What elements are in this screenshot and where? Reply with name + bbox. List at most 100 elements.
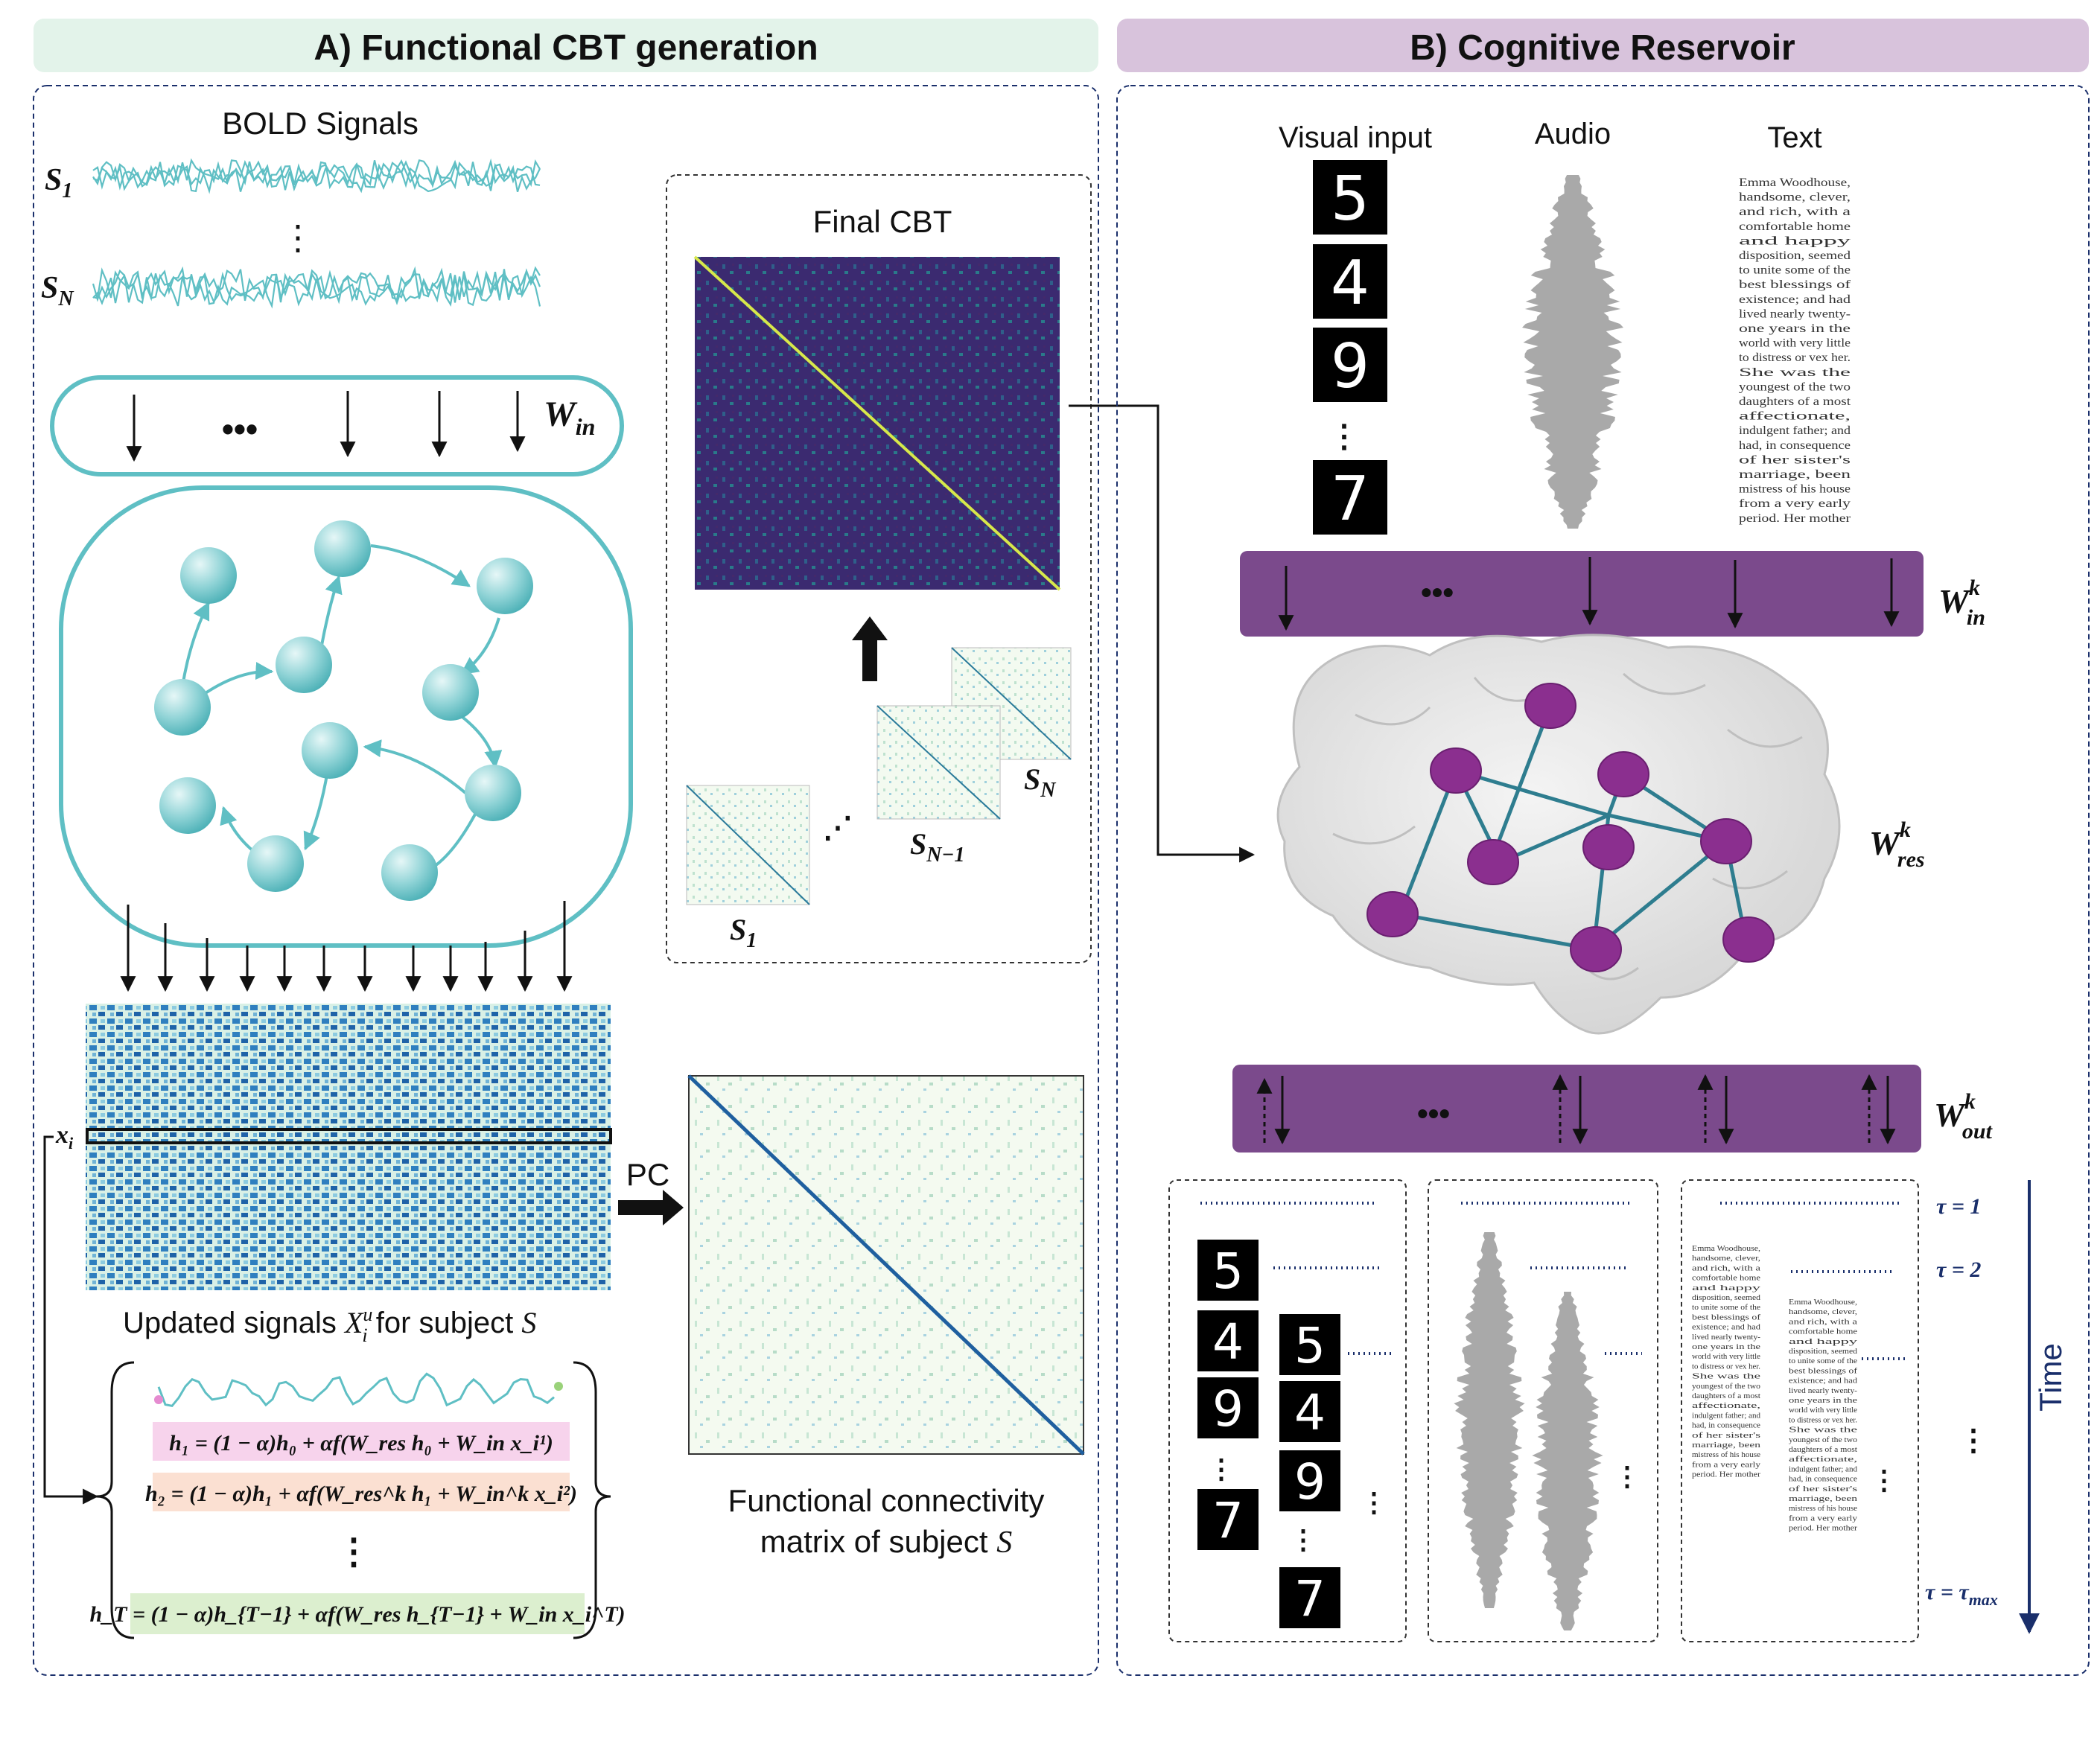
passage-line: Emma Woodhouse, (1789, 1298, 1857, 1307)
visual-out-vdots-1: ⋮ (1208, 1453, 1235, 1484)
reservoir-box (59, 485, 633, 948)
passage-line: from a very early (1692, 1460, 1761, 1469)
signal-vdots: ⋮ (281, 218, 315, 257)
signal-s1-label: S1 (45, 163, 72, 203)
panel-a-frame (33, 85, 1099, 1676)
passage-line: one years in the (1692, 1342, 1760, 1351)
svg-text:5: 5 (1212, 1243, 1244, 1300)
tau-vdots: ⋮ (1959, 1424, 1988, 1457)
subject-sn1-label: SN−1 (910, 827, 964, 867)
passage-line: disposition, seemed (1692, 1293, 1761, 1302)
passage-line: world with very little (1692, 1352, 1760, 1361)
passage-line: daughters of a most (1789, 1445, 1857, 1454)
passage-line: to unite some of the (1692, 1303, 1760, 1312)
xi-row-highlight (86, 1128, 612, 1144)
xi-feedback-line (43, 1135, 99, 1505)
reservoir-node (465, 765, 521, 821)
digit-tile: 7 (1197, 1489, 1259, 1550)
digit-tile: 7 (1279, 1567, 1340, 1628)
updated-signals-heatmap (86, 1004, 611, 1290)
text-out-vdots: ⋮ (1871, 1464, 1897, 1495)
equations-right-brace (573, 1361, 611, 1639)
svg-text:4: 4 (1212, 1313, 1244, 1371)
digit-tile: 9 (1313, 328, 1387, 402)
cbt-up-arrow (852, 616, 888, 681)
passage-line: one years in the (1789, 1396, 1857, 1405)
equation-1: h₁ = (1 − α)h₀ + αf(W_res h₀ + W_in x_i¹… (169, 1431, 553, 1456)
passage-line: to distress or vex her. (1692, 1362, 1760, 1371)
passage-line: had, in consequence (1692, 1421, 1760, 1430)
cbt-to-brain-connector (1069, 404, 1256, 863)
passage-line: world with very little (1789, 1406, 1857, 1415)
equation-2-box (153, 1473, 570, 1511)
passage-line: mistress of his house (1789, 1504, 1857, 1513)
passage-line: Emma Woodhouse, (1692, 1244, 1760, 1253)
fc-matrix-diagonal (687, 1074, 1085, 1456)
signal-sn-label: SN (41, 271, 74, 310)
audio-output-waveform (1532, 1292, 1603, 1630)
reservoir-node (276, 637, 332, 693)
brain-region-node (1597, 751, 1649, 797)
digit-tile: 5 (1279, 1314, 1340, 1375)
passage-line: affectionate, (1692, 1401, 1760, 1410)
xi-label: xi (55, 1121, 74, 1153)
passage-line: had, in consequence (1789, 1475, 1857, 1484)
brain-region-node (1524, 683, 1576, 729)
digit-tile: 5 (1313, 160, 1387, 235)
pc-arrow (618, 1190, 684, 1225)
bold-signals-label: BOLD Signals (222, 106, 419, 141)
svg-text:7: 7 (1331, 464, 1369, 535)
final-cbt-box (666, 174, 1092, 963)
svg-text:4: 4 (1331, 248, 1369, 319)
brain-region-node (1722, 916, 1775, 963)
passage-line: indulgent father; and (1692, 1411, 1760, 1420)
visual-sequence-box (1168, 1179, 1407, 1642)
digit-tile: 9 (1197, 1377, 1259, 1438)
svg-text:7: 7 (1212, 1492, 1244, 1549)
passage-line: period. Her mother (1692, 1470, 1760, 1479)
tau-2-label: τ = 2 (1936, 1257, 1981, 1282)
equation-2: h₂ = (1 − α)h₁ + αf(W_res^k h₁ + W_in^k … (145, 1482, 577, 1506)
subject-s1-label: S1 (730, 913, 757, 952)
digit-tile: 9 (1279, 1450, 1340, 1511)
passage-line: mistress of his house (1692, 1450, 1760, 1459)
subject-matrix-sn1-diagonal (876, 705, 1001, 820)
passage-line: She was the (1692, 1372, 1760, 1381)
audio-sequence-box (1428, 1179, 1658, 1642)
audio-label: Audio (1535, 118, 1611, 150)
equations-signal-trace (157, 1372, 555, 1408)
digit-tile: 5 (1197, 1240, 1259, 1301)
subject-matrix-s1-diagonal (686, 785, 810, 905)
win-ellipsis: ••• (222, 409, 258, 448)
passage-line: from a very early (1789, 1514, 1858, 1523)
wink-arrows (1278, 557, 1900, 631)
passage-line: best blessings of (1789, 1366, 1857, 1375)
reservoir-node (422, 664, 479, 721)
passage-line: comfortable home (1692, 1274, 1760, 1283)
reservoir-node (302, 722, 358, 779)
bold-signal-s1 (92, 158, 541, 194)
brain-region-node (1467, 839, 1519, 885)
passage-line: and rich, with a (1739, 205, 1851, 218)
equation-t: h_T = (1 − α)h_{T−1} + αf(W_res h_{T−1} … (89, 1602, 625, 1627)
audio-output-waveform (1454, 1232, 1525, 1608)
text-output-passage: Emma Woodhouse,handsome, clever,and rich… (1789, 1298, 1858, 1533)
subject-dots: ⋰ (823, 812, 853, 844)
passage-line: affectionate, (1739, 410, 1851, 423)
passage-line: disposition, seemed (1789, 1347, 1858, 1356)
brain-nodes (1366, 683, 1775, 972)
equation-t-box (130, 1593, 585, 1634)
passage-line: best blessings of (1692, 1313, 1760, 1322)
passage-line: Emma Woodhouse, (1739, 176, 1851, 189)
passage-line: disposition, seemed (1739, 249, 1851, 262)
reservoir-node (154, 679, 211, 736)
digit-tile: 7 (1313, 460, 1387, 535)
passage-line: and rich, with a (1789, 1317, 1857, 1326)
passage-line: She was the (1789, 1426, 1857, 1435)
passage-line: period. Her mother (1789, 1524, 1857, 1533)
woutk-ellipsis: ••• (1417, 1096, 1450, 1131)
passage-line: and happy (1789, 1337, 1858, 1346)
